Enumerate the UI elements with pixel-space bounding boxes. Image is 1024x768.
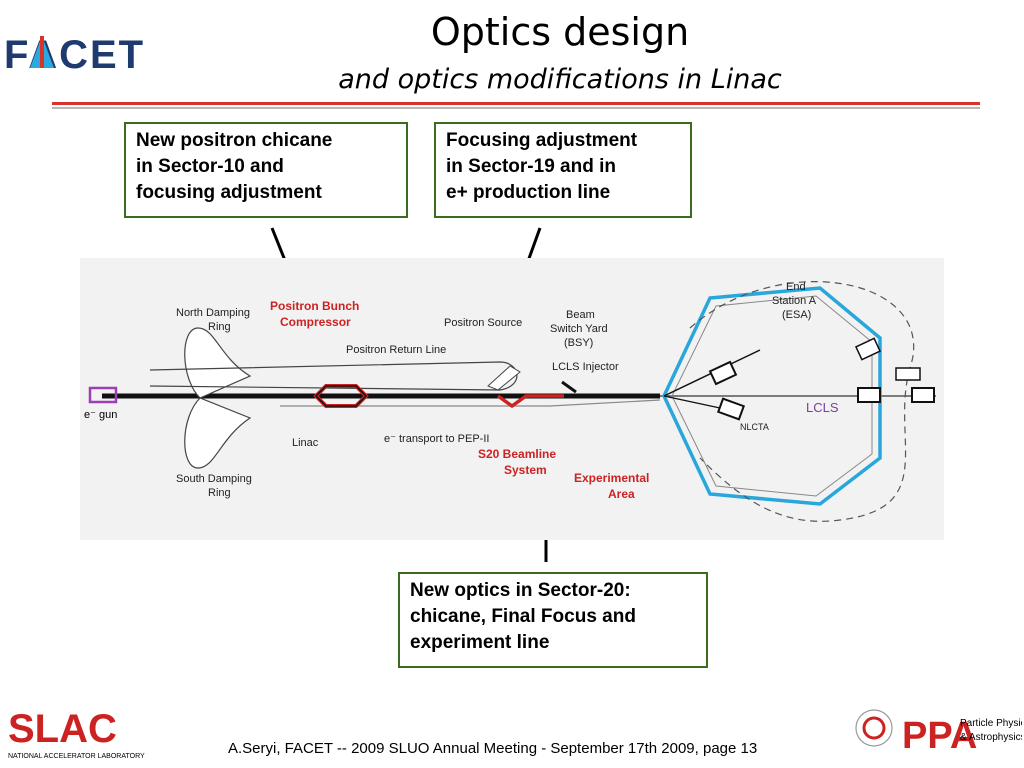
lcls-injector-marker: [561, 380, 577, 394]
label-lcls-injector: LCLS Injector: [552, 361, 619, 373]
label-experimental-area: Experimental Area: [574, 471, 653, 501]
callout-positron-chicane: New positron chicane in Sector-10 and fo…: [124, 122, 408, 218]
slac-layout-diagram: e⁻ gun North Damping Ring South Damping …: [80, 258, 944, 540]
label-e-gun: e⁻ gun: [84, 409, 117, 421]
lcls-box-3: [911, 387, 935, 403]
south-damping-ring: [184, 397, 252, 469]
header-rule-gray: [52, 107, 980, 109]
label-linac: Linac: [292, 437, 319, 449]
ppa-logo-circle: [862, 716, 886, 740]
slac-logo: SLAC NATIONAL ACCELERATOR LABORATORY: [8, 707, 145, 760]
north-damping-ring: [184, 327, 252, 399]
label-lcls: LCLS: [806, 400, 839, 415]
e-transport-line: [280, 399, 661, 407]
label-positron-source: Positron Source: [444, 317, 522, 329]
label-north-damping-ring: North Damping Ring: [176, 307, 253, 333]
ppa-logo-text: PPA: [902, 715, 977, 757]
ppa-logo-subtext: Particle Physics & Astrophysics: [960, 718, 1022, 743]
label-end-station-a: End Station A (ESA): [772, 281, 819, 321]
footer-citation: A.Seryi, FACET -- 2009 SLUO Annual Meeti…: [228, 740, 758, 757]
header-rule-red: [52, 102, 980, 105]
slac-logo-text: SLAC: [8, 707, 117, 751]
esa-magnet: [708, 360, 738, 386]
positron-bunch-compressor-outline: [314, 385, 368, 407]
label-south-damping-ring: South Damping Ring: [176, 473, 255, 499]
lcls-box-2: [895, 367, 921, 381]
label-e-transport: e⁻ transport to PEP-II: [384, 433, 489, 445]
label-nlcta: NLCTA: [740, 422, 769, 432]
ppa-logo: PPA Particle Physics & Astrophysics: [855, 709, 1022, 757]
esa-target: [854, 337, 882, 361]
dashed-outer-loop: [689, 281, 915, 522]
nlcta-magnet: [716, 397, 746, 421]
callout-focusing-adjustment: Focusing adjustment in Sector-19 and in …: [434, 122, 692, 218]
label-positron-return-line: Positron Return Line: [346, 344, 446, 356]
nlcta-beamline: [663, 395, 721, 409]
s20-chicane: [496, 394, 564, 409]
facet-logo-text: FACET: [4, 33, 145, 76]
lcls-box-1: [857, 387, 881, 403]
diagram-background: [80, 258, 944, 540]
positron-source: [487, 365, 521, 391]
label-positron-bunch-compressor: Positron Bunch Compressor: [270, 299, 363, 329]
label-beam-switch-yard: Beam Switch Yard (BSY): [550, 309, 611, 349]
slac-logo-subtext: NATIONAL ACCELERATOR LABORATORY: [8, 753, 145, 760]
ppa-logo-orbit: [855, 709, 893, 747]
callout-new-optics: New optics in Sector-20: chicane, Final …: [398, 572, 708, 668]
label-s20-beamline: S20 Beamline System: [478, 447, 559, 477]
facet-logo: FACET: [4, 33, 145, 76]
e-gun-box: [88, 386, 118, 404]
page-title: Optics design: [430, 10, 690, 54]
page-subtitle: and optics modifications in Linac: [338, 64, 782, 95]
